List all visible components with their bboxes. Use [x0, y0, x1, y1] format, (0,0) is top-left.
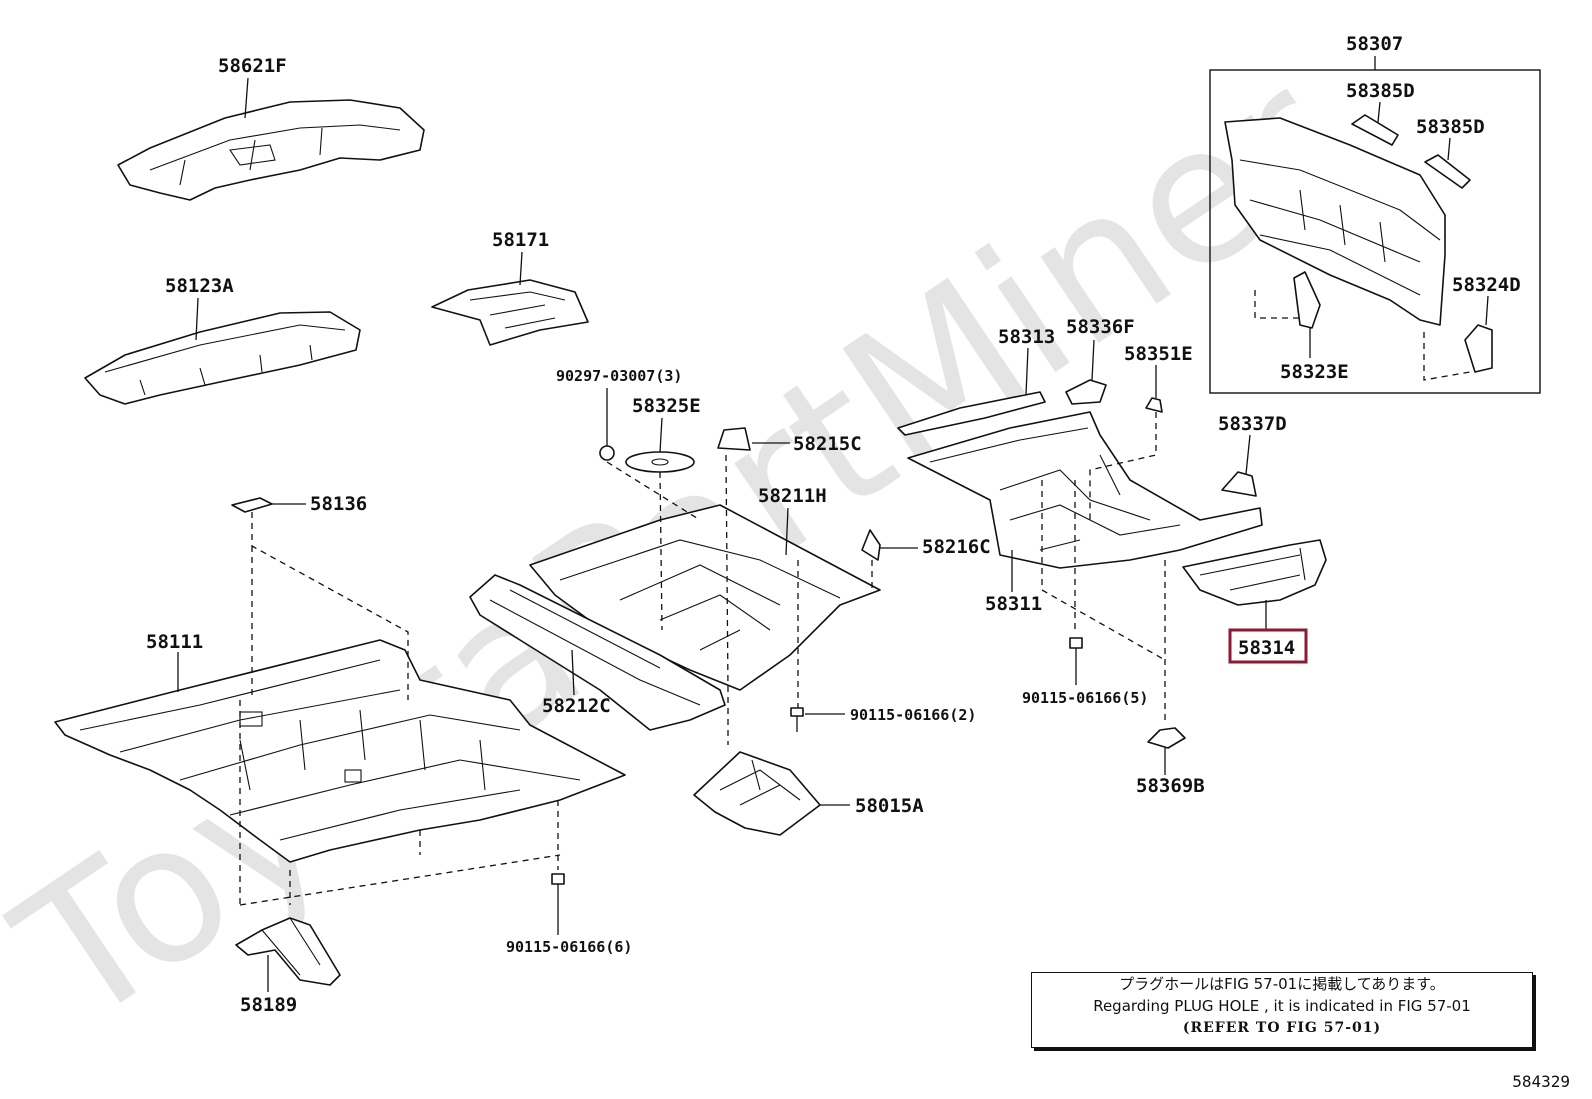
note-line-japanese: プラグホールはFIG 57-01に掲載してあります。: [1119, 975, 1445, 993]
part-58123A-shape[interactable]: [84, 311, 361, 405]
label-58015A[interactable]: 58015A: [855, 795, 924, 817]
label-58336F[interactable]: 58336F: [1066, 316, 1135, 338]
label-58337D[interactable]: 58337D: [1218, 413, 1287, 435]
part-58621F-shape[interactable]: [117, 99, 425, 201]
label-58324D[interactable]: 58324D: [1452, 274, 1521, 296]
label-58111[interactable]: 58111: [146, 631, 203, 653]
part-58323E-shape[interactable]: [1293, 271, 1321, 329]
part-58307-shape[interactable]: [1224, 117, 1446, 326]
label-58212C[interactable]: 58212C: [542, 695, 611, 717]
part-58337D-shape[interactable]: [1221, 471, 1257, 497]
label-58351E[interactable]: 58351E: [1124, 343, 1193, 365]
part-58171-shape[interactable]: [431, 279, 589, 346]
part-58136-shape[interactable]: [231, 497, 273, 513]
bolt-90115-6-shape[interactable]: [551, 873, 565, 935]
part-58314-shape[interactable]: [1182, 539, 1327, 606]
label-58385D-a[interactable]: 58385D: [1346, 80, 1415, 102]
label-58314[interactable]: 58314: [1238, 637, 1295, 659]
label-90115-6[interactable]: 90115-06166(6): [506, 938, 632, 956]
label-58621F[interactable]: 58621F: [218, 55, 287, 77]
part-58369B-shape[interactable]: [1147, 727, 1186, 749]
note-line-english: Regarding PLUG HOLE , it is indicated in…: [1093, 997, 1471, 1015]
label-58323E[interactable]: 58323E: [1280, 361, 1349, 383]
label-58313[interactable]: 58313: [998, 326, 1055, 348]
label-58385D-b[interactable]: 58385D: [1416, 116, 1485, 138]
part-58313-shape[interactable]: [897, 391, 1046, 436]
label-58325E[interactable]: 58325E: [632, 395, 701, 417]
part-58336F-shape[interactable]: [1065, 379, 1107, 405]
part-58385D-a-shape[interactable]: [1351, 114, 1399, 146]
label-58171[interactable]: 58171: [492, 229, 549, 251]
note-line-refer[interactable]: (REFER TO FIG 57-01): [1182, 1020, 1382, 1036]
label-58189[interactable]: 58189: [240, 994, 297, 1016]
label-58215C[interactable]: 58215C: [793, 433, 862, 455]
part-58189-shape[interactable]: [235, 917, 341, 986]
label-90115-2[interactable]: 90115-06166(2): [850, 706, 976, 724]
label-58307[interactable]: 58307: [1346, 33, 1403, 55]
clip-90297-shape[interactable]: [599, 445, 615, 461]
bolt-90115-2-shape[interactable]: [790, 707, 804, 732]
reference-note: プラグホールはFIG 57-01に掲載してあります。 Regarding PLU…: [1031, 972, 1533, 1048]
part-58324D-shape[interactable]: [1464, 324, 1493, 373]
label-58369B[interactable]: 58369B: [1136, 775, 1205, 797]
highlight-box: [1228, 628, 1308, 664]
part-58351E-shape[interactable]: [1145, 397, 1163, 413]
label-58123A[interactable]: 58123A: [165, 275, 234, 297]
part-58015A-shape[interactable]: [693, 751, 821, 836]
label-90115-5[interactable]: 90115-06166(5): [1022, 689, 1148, 707]
label-58211H[interactable]: 58211H: [758, 485, 827, 507]
label-58136[interactable]: 58136: [310, 493, 367, 515]
figure-number: 584329: [1512, 1072, 1570, 1091]
label-90297[interactable]: 90297-03007(3): [556, 367, 682, 385]
part-58212C-shape[interactable]: [469, 574, 726, 731]
label-58311[interactable]: 58311: [985, 593, 1042, 615]
part-58385D-b-shape[interactable]: [1424, 154, 1471, 189]
part-58325E-shape[interactable]: [625, 451, 695, 473]
bolt-90115-5-shape[interactable]: [1069, 637, 1083, 665]
part-58216C-shape[interactable]: [861, 529, 881, 561]
label-58216C[interactable]: 58216C: [922, 536, 991, 558]
part-58215C-shape[interactable]: [717, 427, 751, 451]
